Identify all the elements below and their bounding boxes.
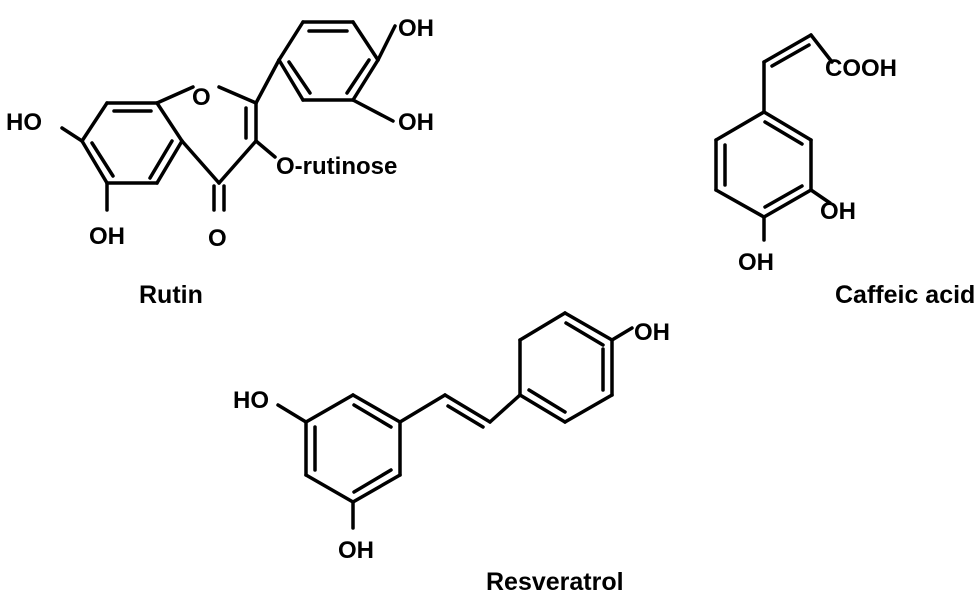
rutin-o-rutinose-label: O-rutinose bbox=[276, 153, 397, 180]
caffeic-acid-bonds bbox=[714, 33, 834, 242]
resveratrol-ho-3-label: HO bbox=[233, 387, 269, 414]
rutin-bonds bbox=[60, 20, 397, 212]
resveratrol-bonds bbox=[276, 311, 634, 530]
caffeic-acid-structure: COOH OH OH Caffeic acid bbox=[714, 33, 975, 309]
rutin-ring-oxygen-label: O bbox=[192, 84, 211, 111]
rutin-oh-4prime-label: OH bbox=[398, 15, 434, 42]
resveratrol-name: Resveratrol bbox=[486, 568, 624, 596]
rutin-ho-7-label: HO bbox=[6, 109, 42, 136]
caffeic-acid-oh-3-label: OH bbox=[820, 198, 856, 225]
caffeic-acid-cooh-label: COOH bbox=[825, 55, 897, 82]
rutin-structure: OH OH HO O O-rutinose OH O Rutin bbox=[6, 15, 434, 309]
rutin-carbonyl-oxygen-label: O bbox=[208, 225, 227, 252]
caffeic-acid-name: Caffeic acid bbox=[835, 281, 975, 309]
rutin-oh-5-label: OH bbox=[89, 223, 125, 250]
resveratrol-oh-5-label: OH bbox=[338, 537, 374, 564]
resveratrol-structure: OH HO OH Resveratrol bbox=[233, 311, 670, 596]
resveratrol-oh-4prime-label: OH bbox=[634, 319, 670, 346]
rutin-name: Rutin bbox=[139, 281, 203, 309]
rutin-oh-3prime-label: OH bbox=[398, 109, 434, 136]
caffeic-acid-oh-4-label: OH bbox=[738, 249, 774, 276]
